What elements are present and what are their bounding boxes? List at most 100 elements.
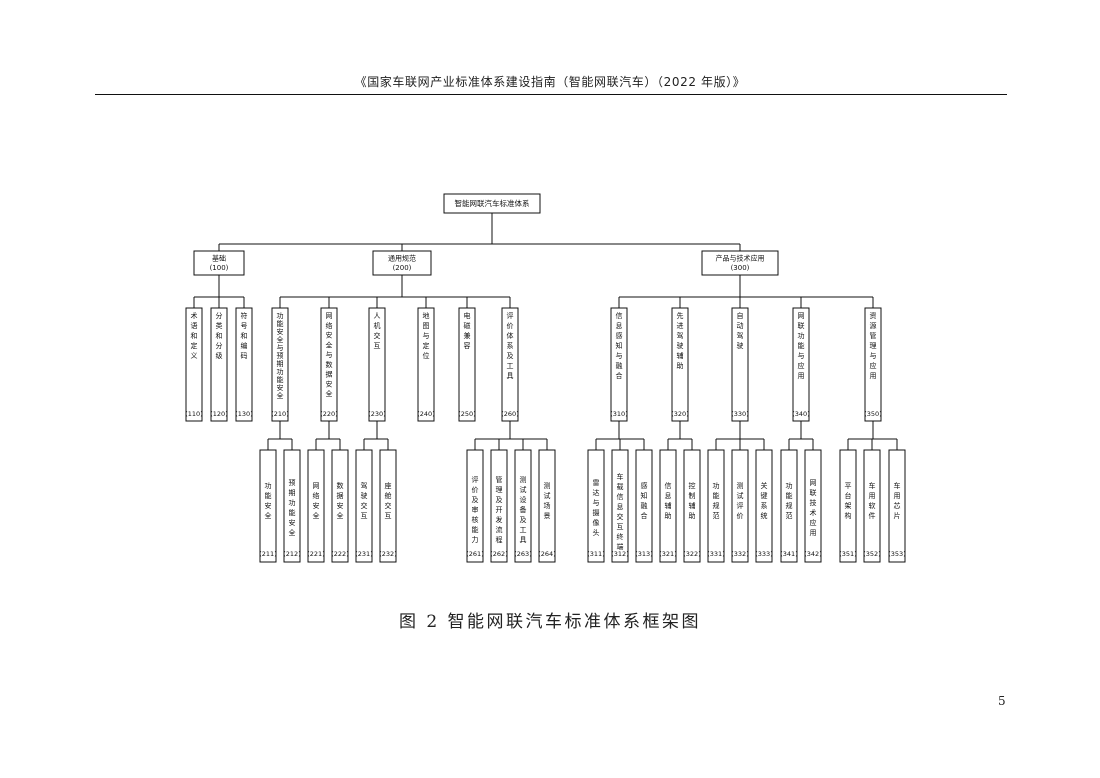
label-char: 与 xyxy=(277,344,284,352)
level2-code-250: (250) xyxy=(458,410,475,418)
label-char: 安 xyxy=(313,501,320,510)
label-char: 义 xyxy=(191,352,198,360)
label-char: 力 xyxy=(472,535,479,544)
label-char: 用 xyxy=(798,372,805,380)
label-char: 进 xyxy=(677,322,684,330)
label-char: 工 xyxy=(507,362,514,370)
label-char: 架 xyxy=(845,502,852,510)
label-char: 价 xyxy=(507,322,514,330)
label-char: 安 xyxy=(289,518,296,527)
level2-box-110 xyxy=(185,307,203,422)
label-char: 功 xyxy=(265,481,272,490)
level3-code-333: (333) xyxy=(755,550,772,558)
level3-box-313 xyxy=(635,449,653,563)
label-char: 和 xyxy=(216,331,223,340)
label-char: 和 xyxy=(241,331,248,340)
label-char: 能 xyxy=(277,375,284,384)
label-char: 系 xyxy=(507,341,514,350)
label-char: 测 xyxy=(520,476,527,484)
level2-code-310: (310) xyxy=(610,410,627,418)
label-char: 达 xyxy=(593,488,600,497)
label-char: 车 xyxy=(869,481,876,490)
level3-box-312 xyxy=(611,449,629,563)
label-char: 全 xyxy=(265,511,272,520)
label-char: 全 xyxy=(313,511,320,520)
label-char: 发 xyxy=(496,515,503,524)
label-char: 网 xyxy=(326,312,333,320)
label-char: 定 xyxy=(423,341,430,350)
label-char: 件 xyxy=(869,511,876,520)
label-char: 技 xyxy=(810,498,817,507)
label-char: 价 xyxy=(472,486,479,494)
label-char: 设 xyxy=(520,495,527,504)
label-char: 驾 xyxy=(361,481,368,490)
label-char: 规 xyxy=(786,501,793,510)
level3-box-321 xyxy=(659,449,677,563)
level3-code-332: (332) xyxy=(731,550,748,558)
label-char: 安 xyxy=(277,327,284,336)
label-char: 全 xyxy=(337,511,344,520)
figure-caption: 图 2 智能网联汽车标准体系框架图 xyxy=(398,612,702,632)
header-rule xyxy=(95,94,1007,95)
label-char: 全 xyxy=(277,391,284,400)
label-char: 据 xyxy=(337,491,344,500)
level3-box-353 xyxy=(888,449,906,563)
label-char: 编 xyxy=(241,341,248,350)
label-char: 安 xyxy=(277,383,284,392)
label-char: 理 xyxy=(496,486,503,494)
level3-code-321: (321) xyxy=(659,550,676,558)
label-char: 具 xyxy=(507,372,514,380)
level3-code-351: (351) xyxy=(839,550,856,558)
label-char: 软 xyxy=(869,501,876,510)
label-char: 全 xyxy=(326,340,333,349)
label-char: 价 xyxy=(737,512,744,520)
label-char: 核 xyxy=(472,515,479,524)
label-char: 预 xyxy=(277,351,284,360)
label-char: 交 xyxy=(374,331,381,340)
level2-code-350: (350) xyxy=(864,410,881,418)
label-char: 备 xyxy=(520,505,527,514)
level3-code-352: (352) xyxy=(863,550,880,558)
label-char: 图 xyxy=(423,322,430,330)
label-char: 与 xyxy=(423,332,430,340)
label-char: 互 xyxy=(617,523,624,531)
label-char: 应 xyxy=(810,518,817,527)
level2-code-340: (340) xyxy=(792,410,809,418)
label-char: 场 xyxy=(544,501,551,510)
label-char: 试 xyxy=(544,491,551,500)
label-char: 及 xyxy=(507,352,514,360)
label-char: 制 xyxy=(689,491,696,500)
label-char: 功 xyxy=(786,481,793,490)
level3-code-212: (212) xyxy=(283,550,300,558)
label-char: 范 xyxy=(713,511,720,520)
label-char: 能 xyxy=(277,319,284,328)
label-char: 分 xyxy=(216,311,223,320)
label-char: 息 xyxy=(616,321,623,330)
label-char: 电 xyxy=(464,311,471,320)
label-char: 摄 xyxy=(593,508,600,517)
label-char: 交 xyxy=(385,501,392,510)
label-char: 辅 xyxy=(665,501,672,510)
label-char: 统 xyxy=(761,511,768,520)
label-char: 语 xyxy=(191,321,198,330)
label-char: 终 xyxy=(617,532,624,541)
label-char: 体 xyxy=(507,331,514,340)
label-char: 息 xyxy=(617,502,624,511)
category-label-300: 产品与技术应用 xyxy=(716,254,765,263)
level3-code-261: (261) xyxy=(466,550,483,558)
label-char: 功 xyxy=(277,311,284,320)
label-char: 能 xyxy=(472,525,479,534)
